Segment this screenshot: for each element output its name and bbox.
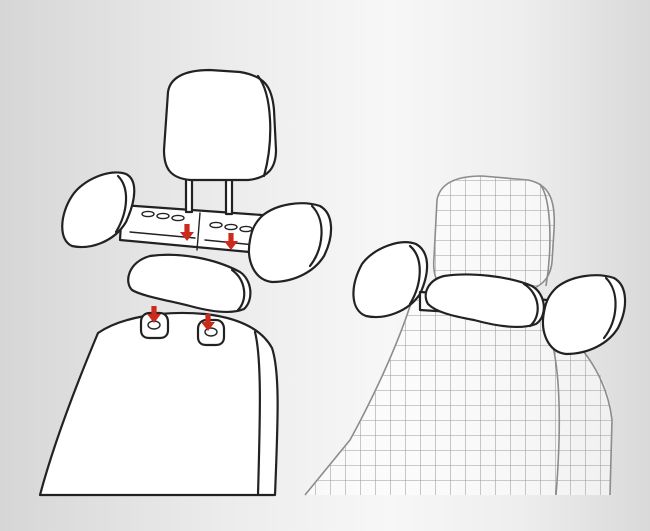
headrest [164,70,276,180]
neck-pillow [128,255,250,312]
seat-back [40,313,278,495]
exploded-view [40,70,331,495]
right-wing-installed [543,275,625,354]
assembled-view [300,170,625,500]
